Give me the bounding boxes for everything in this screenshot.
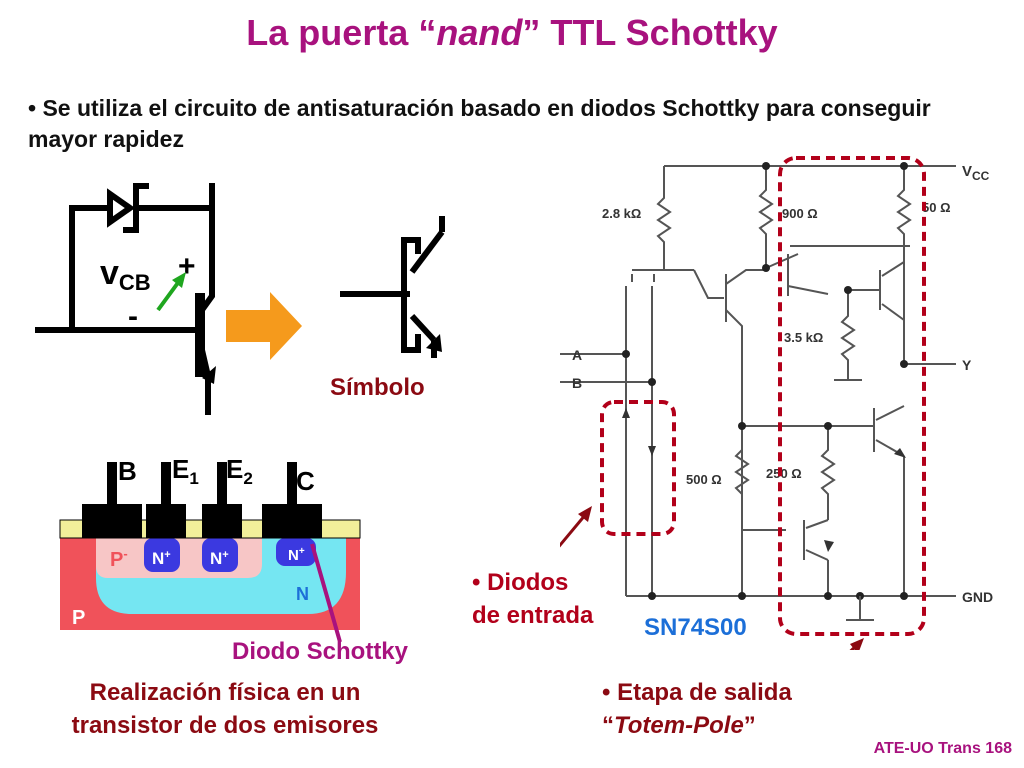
contact-e1 bbox=[146, 504, 186, 538]
r-2k8-label: 2.8 kΩ bbox=[602, 206, 641, 221]
vcb-label: v bbox=[100, 254, 119, 292]
svg-text:N+: N+ bbox=[152, 549, 171, 568]
terminal-b: B bbox=[118, 456, 137, 486]
n-plus-e1 bbox=[144, 538, 180, 572]
slide-title: La puerta “nand” TTL Schottky bbox=[246, 12, 778, 53]
schottky-diode bbox=[107, 188, 136, 228]
n-plus-c bbox=[276, 538, 316, 566]
r-500-label: 500 Ω bbox=[686, 472, 722, 487]
input-diodes-box bbox=[600, 400, 676, 536]
schottky-pointer bbox=[310, 543, 342, 643]
symbol-emitter-arrow bbox=[426, 334, 442, 352]
totem-pole-note: • Etapa de salida“Totem-Pole” bbox=[602, 679, 792, 739]
p-region-label: P bbox=[72, 607, 85, 629]
svg-text:N+: N+ bbox=[288, 546, 305, 564]
vcb-subscript: CB bbox=[119, 270, 151, 295]
shunt-wire bbox=[69, 205, 113, 333]
vcb-arrow bbox=[156, 278, 182, 312]
r-3k5-label: 3.5 kΩ bbox=[784, 330, 823, 345]
n-plus-e2 bbox=[202, 538, 238, 572]
terminal-e2: E2 bbox=[226, 454, 253, 489]
input-a-label: A bbox=[572, 347, 582, 363]
contact-b bbox=[82, 504, 142, 538]
svg-text:N+: N+ bbox=[210, 549, 229, 568]
totem-pole-box bbox=[778, 156, 926, 636]
contact-c bbox=[262, 504, 322, 538]
r-250-label: 250 Ω bbox=[766, 466, 802, 481]
sn74s00-schematic: 2.8 kΩ 900 Ω 50 Ω 3.5 kΩ 500 Ω 250 Ω A B… bbox=[560, 156, 993, 650]
schottky-transistor-diagram: vCB + - bbox=[35, 183, 445, 415]
collector-wire bbox=[197, 183, 215, 315]
input-b-label: B bbox=[572, 375, 582, 391]
part-number: SN74S00 bbox=[644, 614, 747, 641]
slide-footer: ATE-UO Trans 168 bbox=[873, 740, 1012, 757]
r-900-label: 900 Ω bbox=[782, 206, 818, 221]
svg-text:VCC: VCC bbox=[962, 163, 990, 183]
r-50-label: 50 Ω bbox=[922, 200, 951, 215]
minus-sign: - bbox=[128, 300, 138, 333]
terminal-c: C bbox=[296, 466, 315, 496]
emitter-arrow bbox=[202, 366, 216, 384]
gnd-label: GND bbox=[962, 589, 993, 605]
emitter-wire bbox=[198, 346, 212, 380]
symbol-label: Símbolo bbox=[330, 374, 425, 401]
vcc-label: V bbox=[962, 163, 972, 180]
contact-e2 bbox=[202, 504, 242, 538]
symbol-schottky-base bbox=[401, 237, 421, 353]
cross-section-diagram: P- N+ N+ N+ N P bbox=[59, 462, 361, 643]
n-region-label: N bbox=[296, 584, 309, 604]
terminal-e1: E1 bbox=[172, 454, 199, 489]
svg-text:P-: P- bbox=[110, 546, 128, 571]
intro-bullet: • Se utiliza el circuito de antisaturaci… bbox=[28, 95, 931, 152]
schottky-diode-label: Diodo Schottky bbox=[232, 638, 409, 665]
svg-text:vCB: vCB bbox=[100, 254, 151, 295]
output-y-label: Y bbox=[962, 357, 972, 373]
transform-arrow bbox=[226, 292, 302, 360]
